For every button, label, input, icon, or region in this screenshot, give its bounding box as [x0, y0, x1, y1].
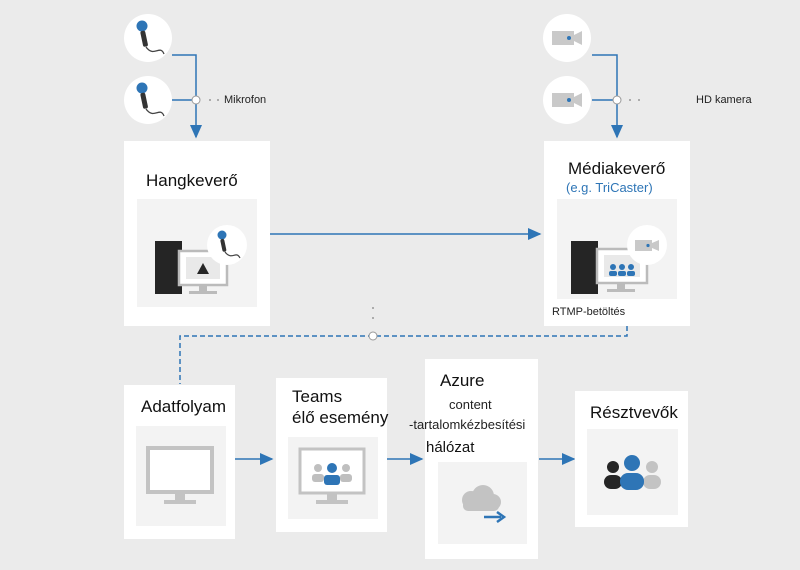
audience-icon [609, 264, 635, 276]
stream-card: Adatfolyam [124, 385, 235, 539]
microphone-2 [124, 76, 172, 124]
camera-2 [543, 76, 591, 124]
monitor-icon [146, 446, 214, 504]
camera-connector [592, 54, 623, 139]
azure-title-line1: Azure [440, 371, 485, 390]
media-mixer-title: Médiakeverő [568, 159, 666, 178]
media-mixer-example: (e.g. TriCaster) [566, 180, 653, 195]
attendees-card: Résztvevők [575, 391, 688, 527]
audio-mixer-card: Hangkeverő [124, 141, 270, 326]
audience-icon [298, 447, 366, 504]
camera-icon [552, 31, 582, 45]
microphone-icon [136, 82, 165, 117]
people-icon [604, 455, 661, 490]
teams-card: Teams élő esemény [276, 378, 389, 532]
camera-1 [543, 14, 591, 62]
azure-title-line3: -tartalomkézbesítési [409, 417, 526, 432]
azure-card: Azure content -tartalomkézbesítési hálóz… [409, 359, 538, 559]
microphone-icon [136, 20, 165, 55]
teams-illustration [288, 437, 378, 519]
audio-mixer-illustration [137, 199, 257, 307]
teams-title-line2: élő esemény [292, 408, 389, 427]
cloud-upload-icon [462, 485, 507, 524]
azure-title-line4: hálózat [426, 439, 475, 456]
azure-illustration [438, 462, 527, 544]
audio-mixer-title: Hangkeverő [146, 171, 238, 190]
microphone-1 [124, 14, 172, 62]
camera-icon [552, 93, 582, 107]
audio-mixer-mic-badge [207, 225, 247, 265]
media-mixer-card: Médiakeverő (e.g. TriCaster) RTMP-betölt… [544, 141, 690, 326]
azure-title-line2: content [449, 397, 492, 412]
media-mixer-camera-badge [627, 225, 667, 265]
microphone-label: Mikrofon [224, 94, 267, 106]
mic-connector [172, 54, 202, 139]
microphone-icon [217, 230, 241, 259]
rtmp-dashed-connector [179, 326, 628, 384]
camera-label: HD kamera [696, 94, 752, 106]
stream-title: Adatfolyam [141, 397, 227, 416]
attendees-title: Résztvevők [590, 403, 678, 422]
stream-illustration [136, 426, 226, 526]
media-mixer-illustration [557, 199, 677, 299]
attendees-illustration [587, 429, 678, 515]
camera-icon [635, 240, 659, 251]
rtmp-label: RTMP-betöltés [552, 306, 626, 318]
computer-icon [571, 241, 649, 294]
teams-title-line1: Teams [292, 387, 343, 406]
